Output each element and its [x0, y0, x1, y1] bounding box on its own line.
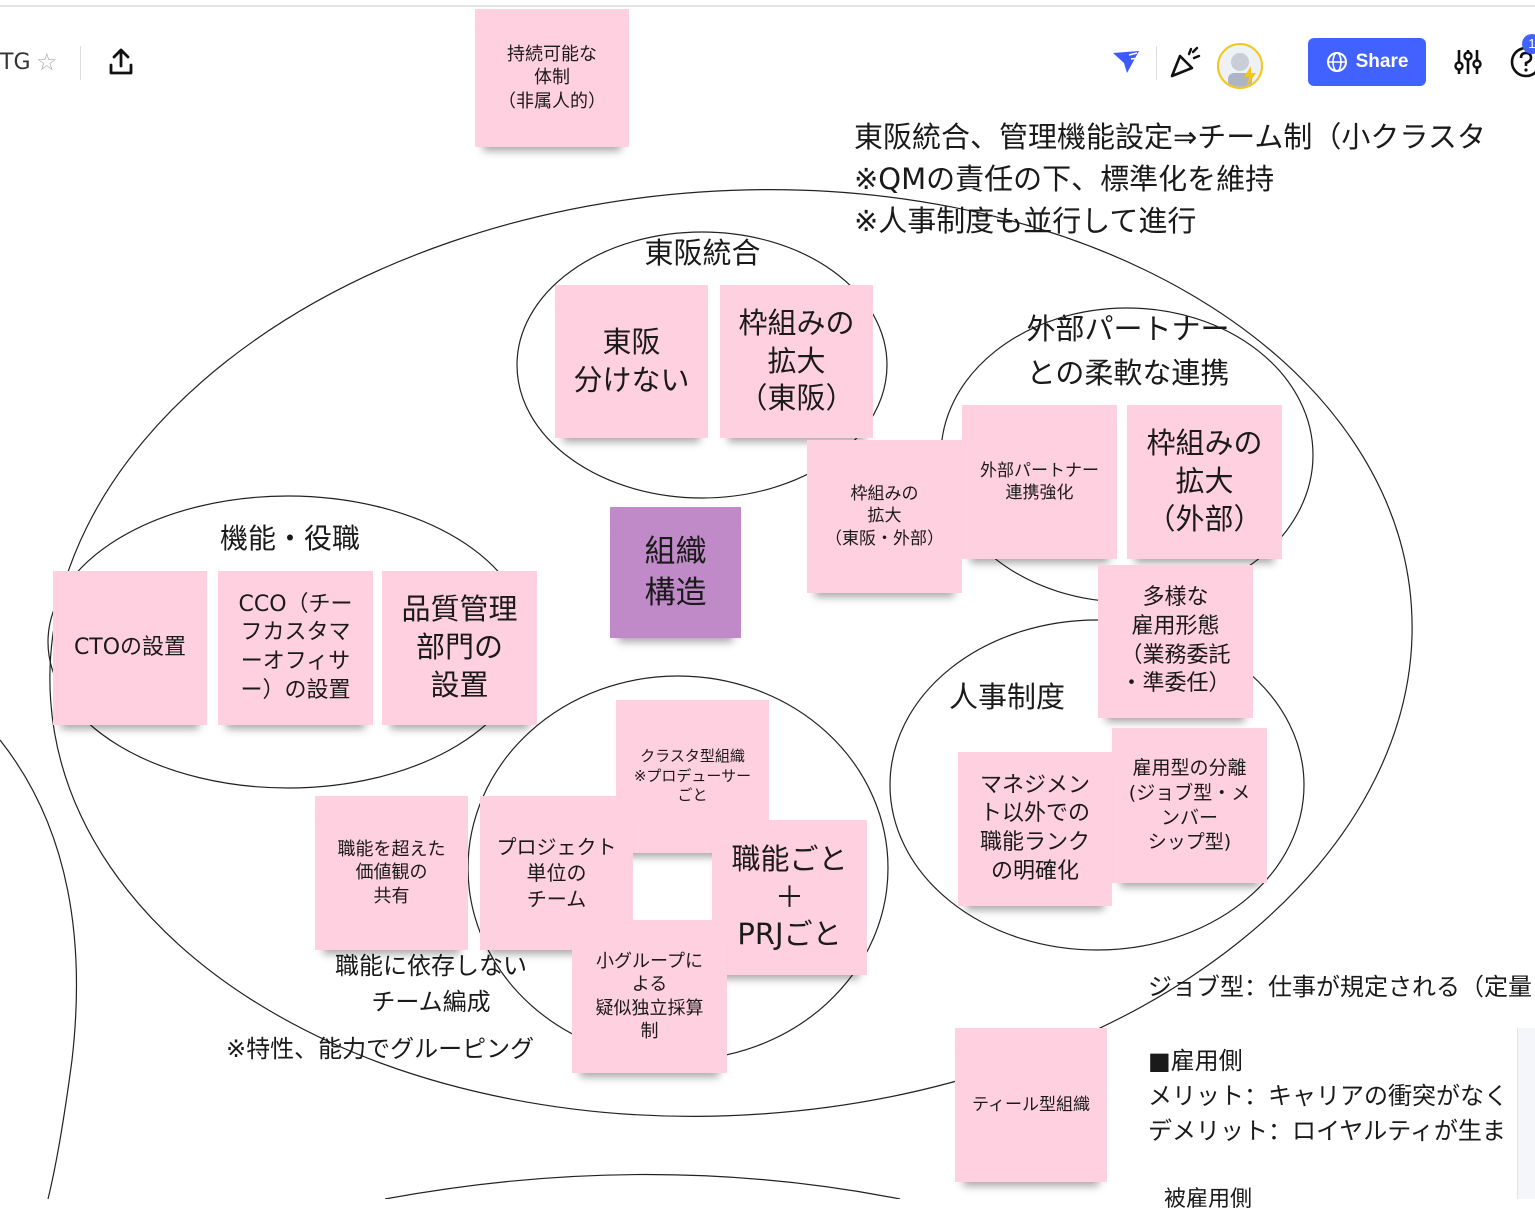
left-arc [0, 740, 76, 1199]
sticky-employment-split[interactable]: 雇用型の分離 (ジョブ型・メ ンバー シップ型) [1112, 728, 1267, 883]
sticky-org-structure[interactable]: 組織 構造 [610, 507, 741, 638]
employer-side-note[interactable]: ■雇用側 メリット：キャリアの衝突がなく デメリット：ロイヤルティが生ま [1148, 1044, 1520, 1148]
sticky-frame-tohan-ext[interactable]: 枠組みの 拡大 （東阪・外部） [807, 440, 962, 593]
job-type-note[interactable]: ジョブ型：仕事が規定される（定量 [1148, 970, 1535, 1005]
sticky-frame-ext[interactable]: 枠組みの 拡大 （外部） [1127, 405, 1282, 559]
sticky-frame-tohan[interactable]: 枠組みの 拡大 （東阪） [720, 285, 873, 438]
employee-side-note[interactable]: 被雇用側 [1164, 1184, 1252, 1216]
tohan-circle-label[interactable]: 東阪統合 [600, 232, 805, 276]
sticky-tohan-nowake[interactable]: 東阪 分けない [555, 285, 708, 438]
grouping-note[interactable]: ※特性、能力でグルーピング [226, 1032, 586, 1067]
sticky-sustainable[interactable]: 持続可能な 体制 （非属人的） [475, 9, 629, 147]
sticky-diverse-employment[interactable]: 多様な 雇用形態 （業務委託 ・準委任） [1098, 565, 1253, 718]
sticky-cco[interactable]: CCO（チー フカスタマ ーオフィサ ー）の設置 [218, 571, 373, 725]
sticky-non-mgmt-rank[interactable]: マネジメン ト以外での 職能ランク の明確化 [958, 752, 1112, 906]
sticky-function-prj[interactable]: 職能ごと ＋ PRJごと [712, 820, 867, 975]
sticky-qa-dept[interactable]: 品質管理 部門の 設置 [382, 571, 537, 725]
team-note[interactable]: 職能に依存しない チーム編成 [300, 948, 562, 1020]
sticky-shared-values[interactable]: 職能を超えた 価値観の 共有 [315, 796, 468, 950]
hr-circle-label[interactable]: 人事制度 [926, 676, 1088, 720]
sticky-ext-partner[interactable]: 外部パートナー 連携強化 [962, 405, 1117, 559]
sticky-small-group[interactable]: 小グループに よる 疑似独立採算 制 [572, 920, 727, 1073]
bottom-arc [385, 1175, 900, 1200]
sticky-cto[interactable]: CTOの設置 [53, 571, 207, 725]
side-panel-edge[interactable] [1517, 1028, 1535, 1199]
sticky-teal-org[interactable]: ティール型組織 [955, 1028, 1107, 1182]
external-circle-label[interactable]: 外部パートナー との柔軟な連携 [1000, 308, 1256, 395]
header-note[interactable]: 東阪統合、管理機能設定⇒チーム制（小クラスタ ※QMの責任の下、標準化を維持 ※… [854, 116, 1486, 242]
function-circle-label[interactable]: 機能・役職 [190, 518, 390, 560]
